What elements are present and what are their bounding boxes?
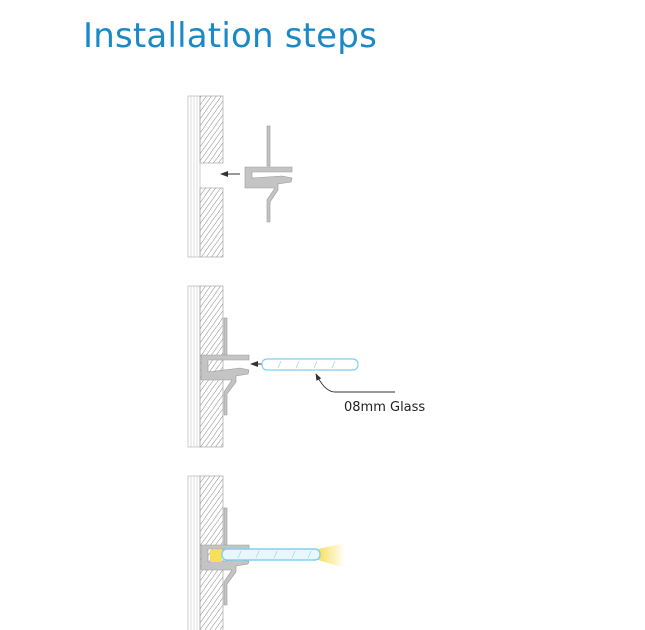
aluminium-profile xyxy=(200,317,250,416)
wall xyxy=(187,475,224,630)
glass-label: 08mm Glass xyxy=(344,400,425,415)
leader-line xyxy=(315,373,395,393)
step-1-diagram xyxy=(187,95,293,258)
wall xyxy=(187,285,224,448)
wall xyxy=(187,95,224,258)
light-glow xyxy=(318,543,345,568)
glass-panel xyxy=(261,358,359,371)
step-2-diagram: 08mm Glass xyxy=(187,285,425,448)
aluminium-profile xyxy=(244,125,293,223)
aluminium-profile xyxy=(200,507,250,606)
glass-panel xyxy=(221,548,321,561)
page-title: Installation steps xyxy=(83,16,377,56)
step-3-diagram xyxy=(187,475,345,630)
led-strip-icon xyxy=(210,549,222,562)
